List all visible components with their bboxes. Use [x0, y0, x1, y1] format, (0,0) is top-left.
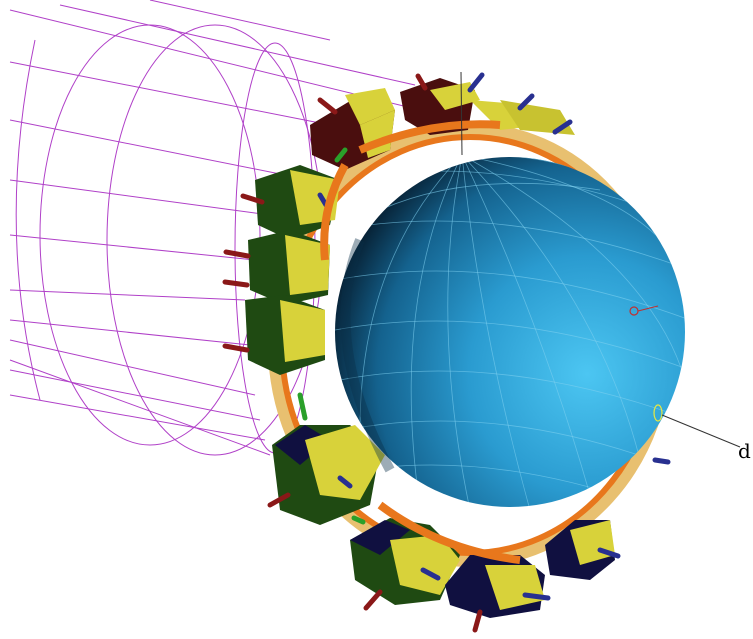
sphere-globe [335, 157, 685, 507]
detector-modules [245, 78, 615, 618]
corner-label: d [738, 439, 751, 463]
detector-module [445, 555, 545, 618]
axis-line [460, 71, 741, 448]
detector-module [272, 425, 385, 525]
wireframe-cylinder [9, 0, 421, 456]
rods [222, 72, 671, 633]
sphere-markers [629, 305, 663, 422]
orange-ring [320, 120, 521, 564]
detector-module [245, 295, 325, 375]
detector-module [248, 230, 330, 305]
detector-module [350, 518, 460, 605]
